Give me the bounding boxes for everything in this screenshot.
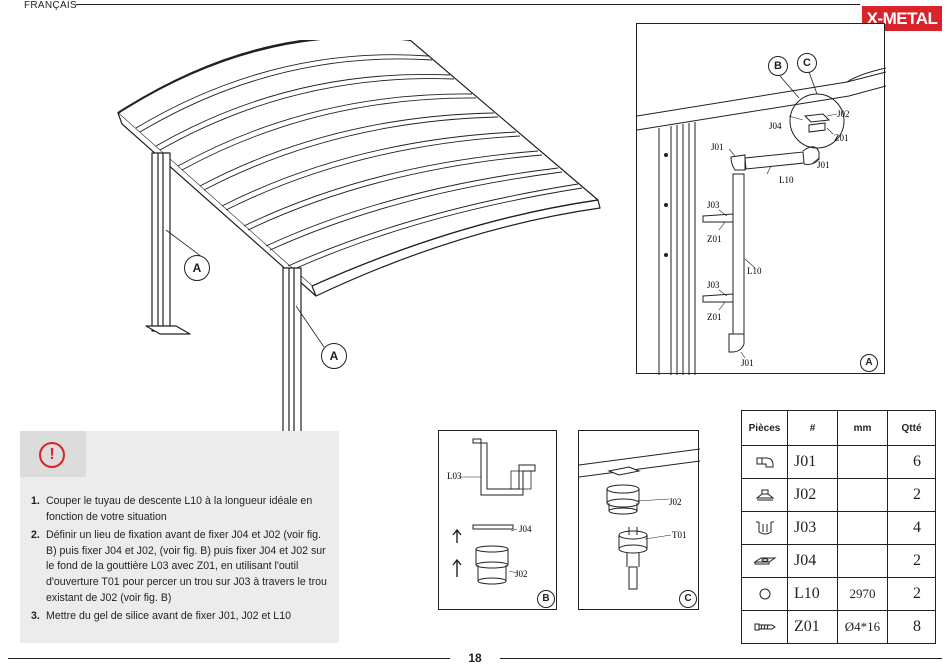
language-label: FRANÇAIS [24,0,77,11]
label-j01-right: J01 [817,160,830,170]
figure-a-letter: A [860,354,878,372]
step-text: Mettre du gel de silice avant de fixer J… [46,610,291,623]
step-number: 3. [31,610,40,623]
table-row: J01 6 [741,445,936,479]
table-row: J02 2 [741,478,936,512]
label-t01: T01 [672,530,687,540]
table-header-row: Pièces # mm Qtté [741,410,936,446]
label-j01-top: J01 [711,142,724,152]
part-code: Z01 [787,610,838,644]
label-l10-mid: L10 [747,266,762,276]
label-j02-b: J02 [515,569,528,579]
part-qty: 4 [887,511,936,545]
clip-icon [741,511,788,545]
label-z01-b: Z01 [707,312,722,322]
figure-b-panel: L03 J04 J02 [438,430,557,610]
part-code: J03 [787,511,838,545]
figure-a-panel: J02 J04 Z01 J01 J01 L10 J03 Z01 L10 J03 … [636,23,886,375]
label-j04: J04 [769,121,782,131]
ring-icon [741,577,788,611]
step-text: Définir un lieu de fixation avant de fix… [46,529,327,604]
header-number: # [787,410,838,446]
part-code: J02 [787,478,838,512]
table-row: Z01 Ø4*16 8 [741,610,936,644]
figure-c-letter: C [679,590,697,608]
label-j02: J02 [837,109,850,119]
part-qty: 2 [887,544,936,578]
callout-b: B [768,56,788,76]
label-l03: L03 [447,471,462,481]
connector-icon [741,478,788,512]
part-code: J01 [787,445,838,479]
callout-a-left: A [184,255,210,281]
table-row: L10 2970 2 [741,577,936,611]
part-mm [837,445,888,479]
parts-table: Pièces # mm Qtté J01 6 J02 2 J03 [741,410,936,644]
page-number: 18 [468,651,482,665]
instruction-step-1: 1. Couper le tuyau de descente L10 à la … [31,494,331,525]
footer-rule-right [500,658,942,659]
exclamation-icon: ! [39,442,65,468]
callout-c: C [797,53,817,73]
drilling-drawing: J02 T01 [579,448,700,590]
part-qty: 8 [887,610,936,644]
part-qty: 2 [887,478,936,512]
elbow-icon [741,445,788,479]
part-mm [837,511,888,545]
gutter-fixing-drawing: L03 J04 J02 [447,438,536,585]
part-mm [837,478,888,512]
header-qty: Qtté [887,410,936,446]
instruction-list: 1. Couper le tuyau de descente L10 à la … [31,494,331,628]
step-number: 1. [31,495,40,507]
part-qty: 6 [887,445,936,479]
header-pieces: Pièces [741,410,788,446]
step-number: 2. [31,529,40,542]
screw-icon [741,610,788,644]
instruction-step-3: 3. Mettre du gel de silice avant de fixe… [31,609,331,625]
figure-b-letter: B [537,590,555,608]
label-j03-a: J03 [707,200,720,210]
table-row: J04 2 [741,544,936,578]
table-row: J03 4 [741,511,936,545]
part-code: J04 [787,544,838,578]
label-j03-b: J03 [707,280,720,290]
carport-illustration [117,40,601,449]
label-j02-c: J02 [669,497,682,507]
part-mm [837,544,888,578]
header-mm: mm [837,410,888,446]
instruction-step-2: 2. Définir un lieu de fixation avant de … [31,528,331,606]
part-qty: 2 [887,577,936,611]
bracket-icon [741,544,788,578]
part-mm: Ø4*16 [837,610,888,644]
part-mm: 2970 [837,577,888,611]
callout-a-right: A [321,343,347,369]
figure-c-panel: J02 T01 [578,430,700,610]
footer-rule-left [8,658,450,659]
header-rule [76,4,860,5]
label-l10-top: L10 [779,175,794,185]
step-text: Couper le tuyau de descente L10 à la lon… [46,495,313,523]
label-j01-bottom: J01 [741,358,754,368]
label-j04-b: J04 [519,524,532,534]
downpipe-assembly-drawing: J02 J04 Z01 J01 J01 L10 J03 Z01 L10 J03 … [637,67,886,375]
part-code: L10 [787,577,838,611]
label-z01-top: Z01 [834,133,849,143]
label-z01-a: Z01 [707,234,722,244]
